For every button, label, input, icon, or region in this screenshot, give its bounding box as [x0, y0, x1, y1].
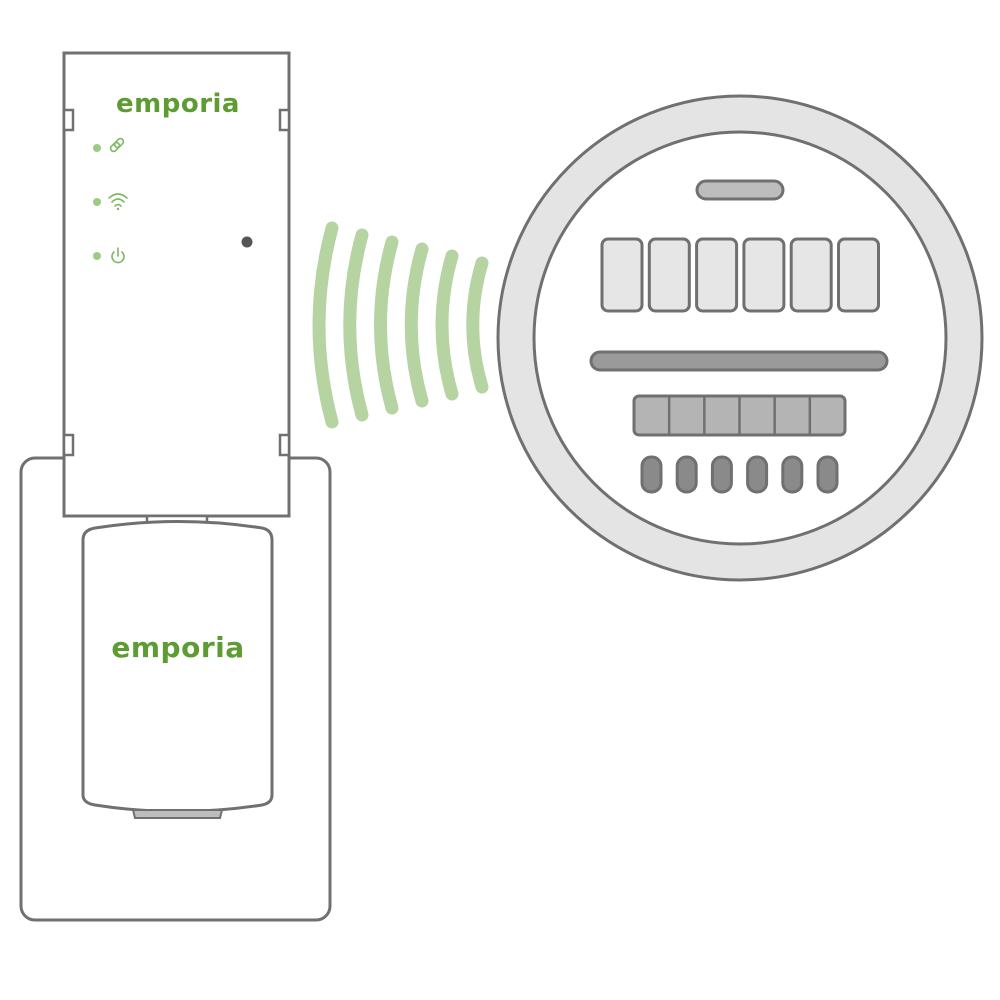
status-led-link — [93, 144, 101, 152]
module-body — [81, 520, 274, 813]
hub-logo: emporia — [116, 89, 240, 119]
meter-contact — [640, 455, 663, 494]
meter-dial — [647, 237, 691, 313]
hub-clip-top-right — [278, 108, 291, 132]
hub-body — [62, 51, 291, 518]
hub-clip-bottom-left — [62, 433, 75, 457]
signal-wave — [404, 242, 429, 408]
link-icon — [109, 137, 125, 153]
signal-wave — [466, 256, 489, 394]
meter-dial — [695, 237, 739, 313]
status-led-power — [93, 252, 101, 260]
module-logo: emporia — [111, 631, 244, 664]
meter-register — [632, 394, 847, 437]
meter-dials — [600, 237, 880, 313]
wifi-icon — [108, 193, 128, 211]
hub-device: emporia — [62, 51, 291, 518]
meter-dial — [600, 237, 644, 313]
signal-wave — [312, 221, 339, 429]
status-led-wifi — [93, 198, 101, 206]
meter-contact — [675, 455, 698, 494]
meter-contact — [746, 455, 769, 494]
signal-wave — [343, 228, 369, 422]
meter-divider-bar — [589, 350, 889, 372]
meter-dial — [742, 237, 786, 313]
meter-dial — [837, 237, 880, 313]
meter-contact — [710, 455, 733, 494]
module-foot — [131, 809, 224, 819]
signal-wave — [374, 235, 399, 415]
plug-module: emporia — [81, 520, 274, 819]
hub-clip-bottom-right — [278, 433, 291, 457]
hub-clip-top-left — [62, 108, 75, 132]
meter-dial — [789, 237, 833, 313]
power-icon — [111, 247, 125, 264]
meter-contact — [781, 455, 804, 494]
meter-contact — [816, 455, 839, 494]
utility-meter — [496, 94, 984, 582]
meter-face — [532, 130, 948, 546]
meter-contacts — [640, 455, 839, 494]
signal-waves — [312, 221, 489, 429]
signal-wave — [435, 249, 459, 401]
meter-nameplate-slot — [695, 179, 785, 201]
reset-button[interactable] — [241, 236, 253, 248]
